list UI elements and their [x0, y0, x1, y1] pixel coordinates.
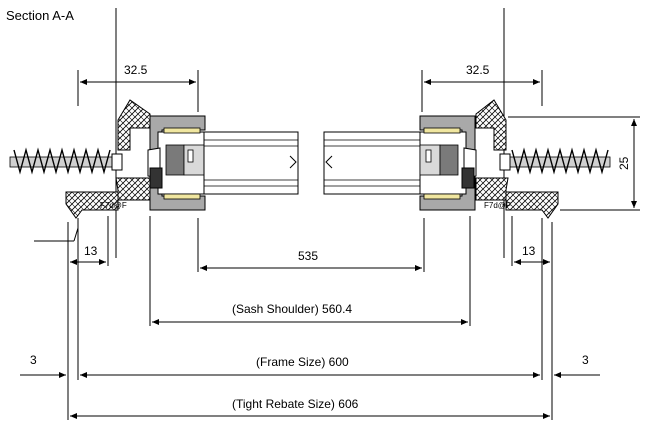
- dim-left-frame-width: 32.5: [77, 63, 199, 112]
- dim-left-gap-label: 3: [30, 353, 37, 367]
- right-flange: [505, 191, 559, 219]
- dim-tight-rebate-size-label: (Tight Rebate Size) 606: [232, 397, 359, 411]
- left-frame-section-lower: [115, 177, 151, 201]
- left-glazing: [203, 131, 299, 195]
- dim-frame-size: (Frame Size) 600: [77, 218, 543, 380]
- dim-height-label: 25: [617, 156, 631, 170]
- right-frame-section: [475, 99, 507, 151]
- dim-right-offset: 13: [511, 216, 553, 420]
- right-glazing: [323, 131, 425, 195]
- dim-sash-shoulder: (Sash Shoulder) 560.4: [149, 216, 471, 326]
- dim-glass-opening-label: 535: [298, 249, 318, 263]
- right-anchor-screw: [499, 147, 611, 175]
- dim-glass-opening: 535: [197, 218, 425, 272]
- left-anchor-screw: [9, 147, 123, 175]
- right-frame-section-lower: [475, 177, 509, 201]
- dim-right-gap-label: 3: [582, 353, 589, 367]
- left-frame-section: [117, 99, 151, 151]
- left-profile-code: F7d@F: [100, 201, 127, 210]
- left-flange: [65, 191, 119, 219]
- dim-sash-shoulder-label: (Sash Shoulder) 560.4: [232, 302, 352, 316]
- dim-left-frame-width-label: 32.5: [124, 63, 148, 77]
- dim-height: 25: [508, 116, 640, 211]
- dim-tight-rebate-size: (Tight Rebate Size) 606: [70, 397, 550, 419]
- dim-right-gap: 3: [554, 353, 600, 378]
- dim-right-offset-label: 13: [522, 244, 536, 258]
- dim-right-frame-width-label: 32.5: [466, 63, 490, 77]
- dim-frame-size-label: (Frame Size) 600: [256, 355, 349, 369]
- right-profile-code: F7d@F: [484, 201, 511, 210]
- dim-left-gap: 3: [20, 353, 66, 378]
- dim-left-offset-label: 13: [84, 244, 98, 258]
- dim-left-offset: 13: [67, 216, 109, 420]
- right-profile: F7d@F: [419, 99, 611, 219]
- left-profile: F7d@F: [9, 99, 206, 242]
- dim-right-frame-width: 32.5: [421, 63, 543, 112]
- section-title: Section A-A: [6, 8, 74, 23]
